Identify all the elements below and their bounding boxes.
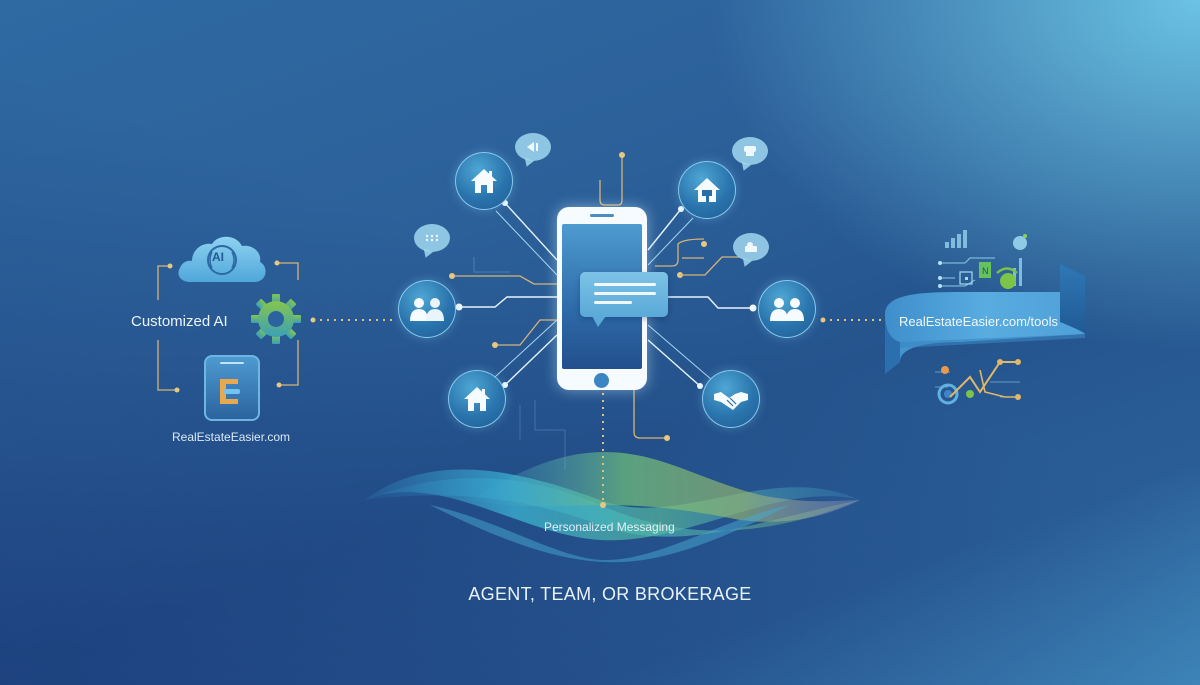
bubble-right [733, 233, 769, 261]
bubble-left [414, 224, 450, 252]
node-home-bottom-left [448, 370, 506, 428]
megaphone-icon [527, 142, 538, 152]
svg-text:N: N [982, 266, 989, 276]
customized-ai-label: Customized AI [131, 313, 228, 330]
chart-graph-icon [935, 359, 1021, 405]
message-line [594, 292, 656, 295]
node-building-top-right [678, 161, 736, 219]
site-label-left: RealEstateEasier.com [172, 430, 291, 444]
people-icon [770, 298, 804, 321]
mail-icon [745, 242, 757, 252]
footer-tagline: AGENT, TEAM, OR BROKERAGE [468, 584, 752, 604]
house-icon [464, 387, 490, 411]
bubble-top-right [732, 137, 768, 165]
app-tile-icon [204, 355, 260, 421]
building-icon [694, 178, 720, 202]
ribbon-banner [885, 264, 1085, 374]
cloud-ai-icon [178, 236, 266, 282]
node-handshake-bottom-right [702, 370, 760, 428]
message-line [594, 301, 632, 304]
house-icon [471, 169, 497, 193]
message-line [594, 283, 656, 286]
personalized-messaging-label: Personalized Messaging [544, 520, 675, 534]
tools-link-label: RealEstateEasier.com/tools [899, 314, 1058, 329]
node-people-right [758, 280, 816, 338]
phone-speaker [590, 214, 614, 217]
chat-icon [744, 146, 756, 156]
message-card-icon [580, 272, 668, 327]
people-icon [410, 298, 444, 321]
bubble-top-left [515, 133, 551, 161]
node-people-left [398, 280, 456, 338]
handshake-icon [714, 392, 748, 410]
analytics-icon: N [938, 230, 1027, 289]
cloud-ai-badge: AI [212, 250, 224, 264]
gear-icon [251, 294, 301, 344]
dots-icon [425, 234, 439, 242]
phone-home-button [594, 373, 609, 388]
node-home-top-left [455, 152, 513, 210]
